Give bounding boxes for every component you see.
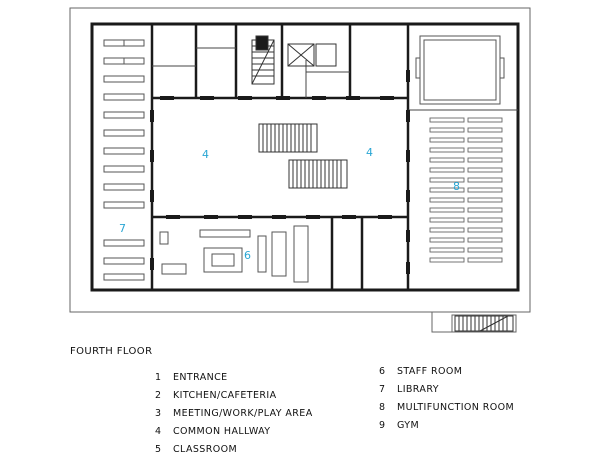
perimeter-wall xyxy=(90,22,520,292)
hallway-stair-upper xyxy=(258,123,318,153)
legend-number: 2 xyxy=(155,390,162,401)
wall-units xyxy=(150,70,410,274)
core-stair xyxy=(251,35,275,85)
legend-number: 1 xyxy=(155,372,162,383)
room-label-staff-room: 6 xyxy=(244,249,251,262)
legend-item: 4 COMMON HALLWAY xyxy=(155,426,271,437)
floor-title: FOURTH FLOOR xyxy=(70,346,153,357)
legend-number: 4 xyxy=(155,426,162,437)
legend-label: KITCHEN/CAFETERIA xyxy=(173,390,277,401)
room-label-library: 7 xyxy=(119,222,126,235)
legend-item: 5 CLASSROOM xyxy=(155,444,237,455)
exterior-stair xyxy=(454,315,514,332)
legend-item: 3 MEETING/WORK/PLAY AREA xyxy=(155,408,313,419)
legend-item: 9 GYM xyxy=(379,420,419,431)
legend-label: COMMON HALLWAY xyxy=(173,426,271,437)
multifunction-seating xyxy=(429,117,503,263)
room-label-hallway-west: 4 xyxy=(202,148,209,161)
hallway-stair-lower xyxy=(288,159,348,189)
legend-item: 2 KITCHEN/CAFETERIA xyxy=(155,390,276,401)
floor-plan: 4 4 8 7 6 xyxy=(69,7,531,333)
room-label-multifunction: 8 xyxy=(453,180,460,193)
thin-partitions xyxy=(152,47,518,111)
building-outline xyxy=(69,7,531,333)
legend-number: 7 xyxy=(379,384,386,395)
legend-number: 3 xyxy=(155,408,162,419)
legend-label: LIBRARY xyxy=(397,384,439,395)
legend-label: MULTIFUNCTION ROOM xyxy=(397,402,515,413)
staff-room-furniture xyxy=(159,225,309,283)
elevator xyxy=(287,43,337,67)
legend-label: GYM xyxy=(397,420,420,431)
legend-item: 7 LIBRARY xyxy=(379,384,439,395)
legend-item: 6 STAFF ROOM xyxy=(379,366,462,377)
legend-number: 9 xyxy=(379,420,386,431)
legend-number: 6 xyxy=(379,366,386,377)
legend-label: CLASSROOM xyxy=(173,444,238,455)
room-label-hallway-east: 4 xyxy=(366,146,373,159)
legend-number: 8 xyxy=(379,402,386,413)
legend-label: MEETING/WORK/PLAY AREA xyxy=(173,408,313,419)
library-shelves xyxy=(103,39,145,281)
legend-label: STAFF ROOM xyxy=(397,366,463,377)
legend-item: 8 MULTIFUNCTION ROOM xyxy=(379,402,514,413)
multifunction-stage xyxy=(415,35,505,105)
legend-label: ENTRANCE xyxy=(173,372,228,383)
legend-number: 5 xyxy=(155,444,162,455)
legend-item: 1 ENTRANCE xyxy=(155,372,228,383)
